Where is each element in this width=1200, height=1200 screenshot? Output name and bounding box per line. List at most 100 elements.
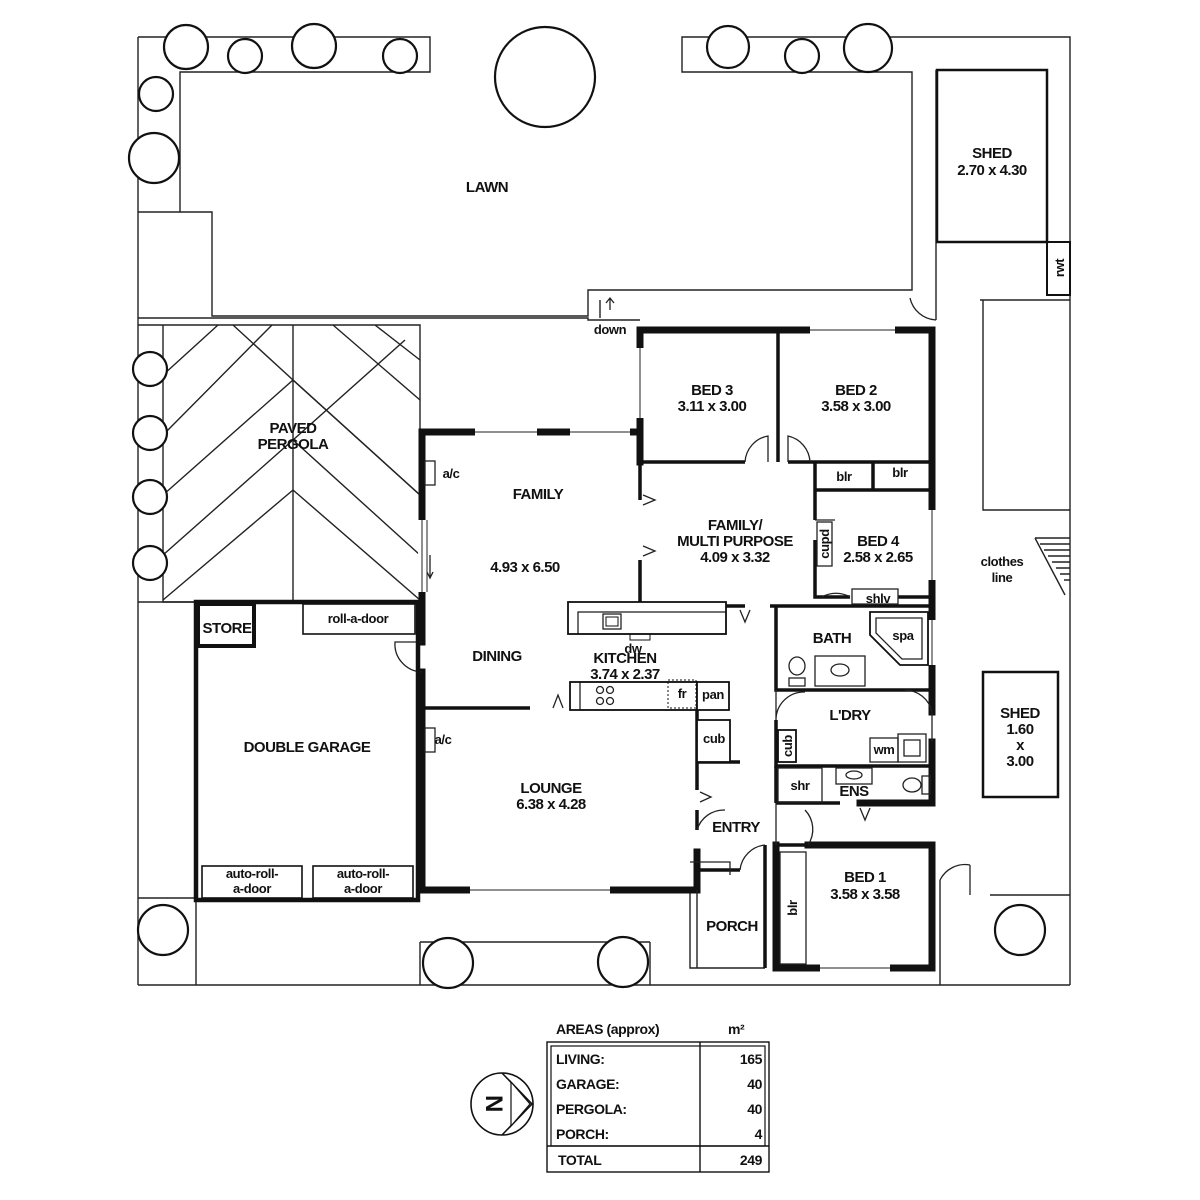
dining-label: DINING xyxy=(472,648,522,665)
site-outlines xyxy=(137,36,1071,986)
tree-icon xyxy=(842,22,894,74)
tree-icon xyxy=(290,22,338,70)
ensuite-label: ENS xyxy=(839,783,869,800)
kitchen-fixtures: dw fr pan cub xyxy=(567,601,731,763)
areas-row-label: LIVING: xyxy=(556,1051,605,1067)
areas-total-value: 249 xyxy=(740,1152,763,1168)
bed1-name: BED 1 xyxy=(844,869,886,886)
lawn-label: LAWN xyxy=(466,179,508,196)
tree-icon xyxy=(783,37,821,75)
tree-icon xyxy=(226,37,264,75)
bed4-size: 2.58 x 2.65 xyxy=(843,549,913,566)
laundry-label: L'DRY xyxy=(829,707,871,724)
areas-row-value: 40 xyxy=(747,1101,762,1117)
entry-label: ENTRY xyxy=(712,819,760,836)
room-labels: LAWN down PAVED PERGOLA BED 3 3.11 x 3.0… xyxy=(258,179,1024,935)
kitchen-size: 3.74 x 2.37 xyxy=(590,666,660,683)
auto-roll-door-right-line2: a-door xyxy=(344,881,382,896)
rainwater-tank: rwt xyxy=(1046,241,1071,296)
spa-label: spa xyxy=(892,628,914,643)
family-multi-line2: MULTI PURPOSE xyxy=(677,533,793,550)
compass-letter: N xyxy=(481,1096,508,1113)
cupd-label: cupd xyxy=(817,529,832,559)
clothes-line-line1: clothes xyxy=(981,554,1024,569)
roll-a-door-label: roll-a-door xyxy=(328,611,389,626)
tree-icon xyxy=(136,903,190,957)
areas-row-label: GARAGE: xyxy=(556,1076,619,1092)
clothes-line-line2: line xyxy=(992,570,1013,585)
doors xyxy=(394,296,971,895)
pergola-roof xyxy=(162,324,421,603)
bed2-name: BED 2 xyxy=(835,382,877,399)
shr-label: shr xyxy=(790,778,809,793)
areas-row-label: PORCH: xyxy=(556,1126,609,1142)
tree-icon xyxy=(381,37,419,75)
bath-label: BATH xyxy=(813,630,852,647)
auto-roll-door-left-line1: auto-roll- xyxy=(226,866,278,881)
blr-bed1-label: blr xyxy=(785,900,800,916)
tree-icon xyxy=(131,414,169,452)
fr-label: fr xyxy=(678,686,687,701)
double-garage-label: DOUBLE GARAGE xyxy=(244,739,371,756)
areas-table: AREAS (approx) m² LIVING: 165 GARAGE: 40… xyxy=(546,1021,770,1173)
ac-family-label: a/c xyxy=(443,466,460,481)
paved-pergola-line1: PAVED xyxy=(270,420,318,437)
shed-small-line2: x xyxy=(1016,737,1025,754)
trees xyxy=(127,22,1047,990)
areas-row-value: 4 xyxy=(755,1126,763,1142)
areas-row-value: 40 xyxy=(747,1076,762,1092)
lounge-size: 6.38 x 4.28 xyxy=(516,796,586,813)
family-multi-size: 4.09 x 3.32 xyxy=(700,549,770,566)
tree-icon xyxy=(705,24,751,70)
tree-icon xyxy=(127,131,181,185)
shed-small-line1: 1.60 xyxy=(1006,721,1033,738)
tree-icon xyxy=(131,544,169,582)
tree-icon xyxy=(137,75,175,113)
wet-fixtures: spa cub wm shr blr blr blr cupd shlv a/c xyxy=(424,460,931,965)
shed-small-name: SHED xyxy=(1000,705,1040,722)
areas-row-value: 165 xyxy=(740,1051,763,1067)
pan-label: pan xyxy=(702,687,724,702)
tree-icon xyxy=(596,935,650,989)
shed-large: SHED 2.70 x 4.30 xyxy=(935,68,1049,244)
blr-bed4-right-label: blr xyxy=(892,465,908,480)
rwt-label: rwt xyxy=(1052,258,1067,277)
garage: STORE roll-a-door auto-roll- a-door auto… xyxy=(193,599,421,903)
bed4-name: BED 4 xyxy=(857,533,900,550)
windows xyxy=(418,326,936,972)
auto-roll-door-left-line2: a-door xyxy=(233,881,271,896)
areas-row-label: PERGOLA: xyxy=(556,1101,627,1117)
paved-pergola-line2: PERGOLA xyxy=(258,436,329,453)
wm-label: wm xyxy=(873,742,895,757)
family-name: FAMILY xyxy=(513,486,564,503)
steps xyxy=(1034,537,1070,596)
bed3-name: BED 3 xyxy=(691,382,733,399)
store-label: STORE xyxy=(203,620,252,637)
tree-icon xyxy=(131,478,169,516)
tree-icon xyxy=(162,23,210,71)
ac-lounge-label: a/c xyxy=(435,732,452,747)
blr-bed4-left-label: blr xyxy=(836,469,852,484)
auto-roll-door-right-line1: auto-roll- xyxy=(337,866,389,881)
cub-label: cub xyxy=(703,731,725,746)
bed1-size: 3.58 x 3.58 xyxy=(830,886,900,903)
shed-large-name: SHED xyxy=(972,145,1012,162)
tree-icon xyxy=(493,25,597,129)
shed-large-size: 2.70 x 4.30 xyxy=(957,162,1027,179)
shed-small: SHED 1.60 x 3.00 xyxy=(981,670,1060,799)
shed-small-line3: 3.00 xyxy=(1006,753,1033,770)
tree-icon xyxy=(131,350,169,388)
areas-total-label: TOTAL xyxy=(558,1152,602,1168)
areas-title: AREAS (approx) xyxy=(556,1021,659,1037)
lounge-name: LOUNGE xyxy=(520,780,582,797)
tree-icon xyxy=(993,903,1047,957)
tree-icon xyxy=(421,936,475,990)
dw-label: dw xyxy=(624,641,643,656)
north-compass-icon: N xyxy=(470,1072,534,1136)
areas-unit: m² xyxy=(728,1021,745,1037)
kitchen-name: KITCHEN xyxy=(593,650,656,667)
family-size: 4.93 x 6.50 xyxy=(490,559,560,576)
shlv-label: shlv xyxy=(866,591,892,606)
bed2-size: 3.58 x 3.00 xyxy=(821,398,891,415)
